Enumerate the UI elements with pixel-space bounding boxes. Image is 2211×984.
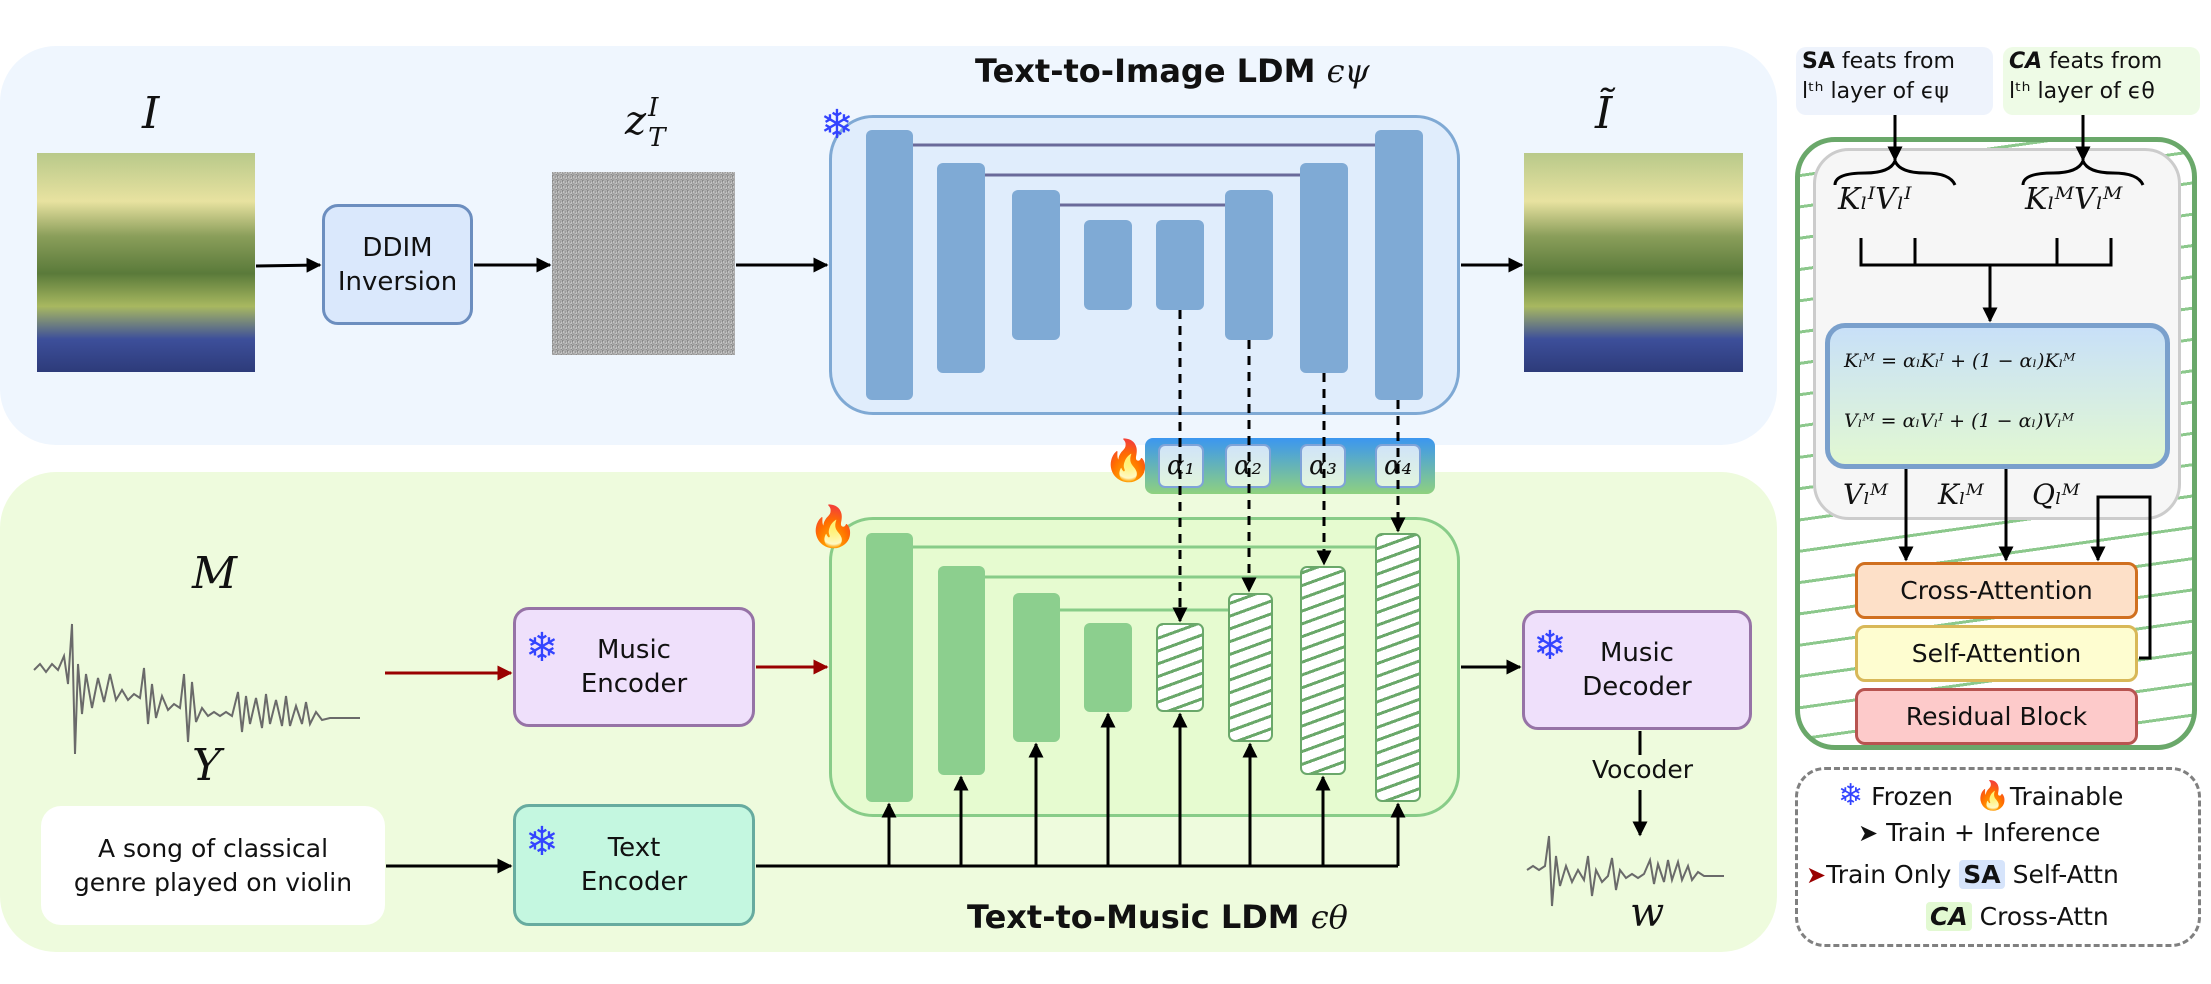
legend-sa-text: Self-Attn — [2012, 860, 2119, 889]
image-ldm-title-text: Text-to-Image LDM — [975, 52, 1316, 90]
k-label: Kₗᴹ — [1938, 478, 1984, 511]
music-ldm-title: Text-to-Music LDM ϵθ — [967, 898, 1348, 936]
noise-latent-label: z I T — [625, 93, 665, 153]
text-prompt[interactable]: A song of classical genre played on viol… — [41, 806, 385, 925]
image-unet-block-3 — [1012, 190, 1060, 340]
residual-block[interactable]: Residual Block — [1855, 688, 2138, 745]
flame-icon: 🔥 — [1103, 438, 1153, 484]
legend-frozen: Frozen — [1871, 782, 1954, 811]
music-ldm-title-text: Text-to-Music LDM — [967, 898, 1300, 936]
alpha-2[interactable]: α₂ — [1225, 444, 1271, 488]
music-unet-block-1 — [866, 533, 913, 802]
image-unet[interactable] — [829, 115, 1460, 415]
text-encoder-line2: Encoder — [580, 867, 688, 897]
image-unet-block-7 — [1300, 163, 1348, 373]
music-unet-modulated-block-3 — [1300, 566, 1346, 775]
music-kv-brace — [2021, 157, 2145, 186]
image-unet-block-4 — [1084, 220, 1132, 310]
music-unet-block-2 — [938, 566, 985, 775]
music-decoder-line2: Decoder — [1582, 672, 1692, 702]
red-arrow-icon: ➤ — [1806, 861, 1827, 889]
output-waveform-label: w — [1630, 890, 1665, 936]
image-unet-block-8 — [1375, 130, 1423, 400]
snowflake-icon: ❄ — [1838, 778, 1864, 813]
formula-v: Vₗᴹ = αₗVₗᴵ + (1 − αₗ)Vₗᴹ — [1844, 410, 2075, 432]
input-waveform — [33, 623, 360, 755]
noise-label-sup: I — [648, 93, 659, 123]
noise-latent-image — [552, 172, 735, 355]
ca-features-note: CA feats from lᵗʰ layer of ϵθ — [2003, 47, 2200, 115]
image-kv-label: KₗᴵVₗᴵ — [1838, 182, 1912, 217]
ddim-line1: DDIM — [362, 232, 433, 263]
legend-trainable: Trainable — [2009, 782, 2124, 811]
ddim-line2: Inversion — [337, 266, 458, 297]
cross-attention-block[interactable]: Cross-Attention — [1855, 562, 2138, 619]
image-kv-brace — [1833, 157, 1957, 186]
music-unet-block-4 — [1084, 623, 1132, 712]
noise-label-sub: T — [648, 123, 666, 153]
output-image-label: Ĩ — [1595, 88, 1613, 139]
vocoder-label: Vocoder — [1590, 755, 1696, 784]
music-unet-block-3 — [1013, 593, 1060, 742]
sa-features-note: SA feats from lᵗʰ layer of ϵψ — [1796, 47, 1993, 115]
noise-label-z: z — [625, 98, 647, 144]
v-label: Vₗᴹ — [1843, 478, 1889, 511]
image-unet-block-2 — [937, 163, 985, 373]
ca-feats-text1: feats from — [2042, 49, 2163, 74]
music-kv-label: KₗᴹVₗᴹ — [2025, 182, 2123, 217]
image-unet-block-1 — [866, 130, 913, 400]
q-loop-arrow — [2090, 495, 2152, 660]
text-input-label: Y — [192, 740, 222, 791]
legend: ❄ Frozen 🔥Trainable ➤ Train + Inference … — [1795, 767, 2201, 947]
music-unet-modulated-block-4 — [1375, 533, 1421, 802]
legend-sa-tag: SA — [1959, 860, 2005, 889]
formula-k: Kₗᴹ = αₗKₗᴵ + (1 − αₗ)Kₗᴹ — [1844, 350, 2076, 372]
music-input-label: M — [192, 548, 238, 599]
sa-feats-text2: lᵗʰ layer of ϵψ — [1802, 79, 1949, 104]
input-image-label: I — [142, 88, 160, 139]
legend-ca-tag: CA — [1926, 902, 1972, 931]
image-unet-block-5 — [1156, 220, 1204, 310]
self-attention-block[interactable]: Self-Attention — [1855, 625, 2138, 682]
music-encoder-line1: Music — [597, 635, 671, 665]
kv-mixing-formula: Kₗᴹ = αₗKₗᴵ + (1 − αₗ)Kₗᴹ Vₗᴹ = αₗVₗᴵ + … — [1825, 323, 2170, 469]
q-label: Qₗᴹ — [2032, 478, 2080, 511]
music-unet-modulated-block-1 — [1156, 623, 1204, 712]
music-ldm-symbol: ϵθ — [1310, 898, 1348, 936]
black-arrow-icon: ➤ — [1858, 819, 1879, 847]
snowflake-icon: ❄ — [525, 819, 559, 865]
music-decoder-line1: Music — [1600, 638, 1674, 668]
legend-train-only: Train Only — [1826, 860, 1952, 889]
snowflake-icon: ❄ — [525, 625, 559, 671]
input-image — [37, 153, 255, 372]
legend-train-inference: Train + Inference — [1886, 818, 2101, 847]
ca-feats-text2: lᵗʰ layer of ϵθ — [2009, 79, 2155, 104]
ddim-inversion-box[interactable]: DDIM Inversion — [322, 204, 473, 325]
flame-icon: 🔥 — [1974, 779, 2010, 812]
sa-feats-text1: feats from — [1834, 49, 1955, 74]
ca-tag: CA — [2009, 49, 2043, 74]
music-encoder-box[interactable]: Music Encoder — [513, 607, 755, 727]
music-unet-modulated-block-2 — [1228, 593, 1273, 742]
legend-ca-text: Cross-Attn — [1979, 902, 2109, 931]
output-image — [1524, 153, 1743, 372]
text-encoder-line1: Text — [607, 833, 661, 863]
text-encoder-box[interactable]: Text Encoder — [513, 804, 755, 926]
music-encoder-line2: Encoder — [580, 669, 688, 699]
sa-tag: SA — [1802, 49, 1835, 74]
image-ldm-title: Text-to-Image LDM ϵψ — [975, 52, 1370, 90]
flame-icon: 🔥 — [808, 504, 858, 550]
kv-merge-line — [1859, 238, 2113, 267]
image-ldm-symbol: ϵψ — [1326, 52, 1370, 90]
snowflake-icon: ❄ — [820, 102, 854, 148]
music-decoder-box[interactable]: Music Decoder — [1522, 610, 1752, 730]
snowflake-icon: ❄ — [1533, 623, 1567, 669]
output-waveform — [1526, 835, 1724, 907]
arrow-image-to-ddim — [255, 257, 322, 273]
music-unet[interactable] — [829, 517, 1460, 817]
image-unet-block-6 — [1225, 190, 1273, 340]
